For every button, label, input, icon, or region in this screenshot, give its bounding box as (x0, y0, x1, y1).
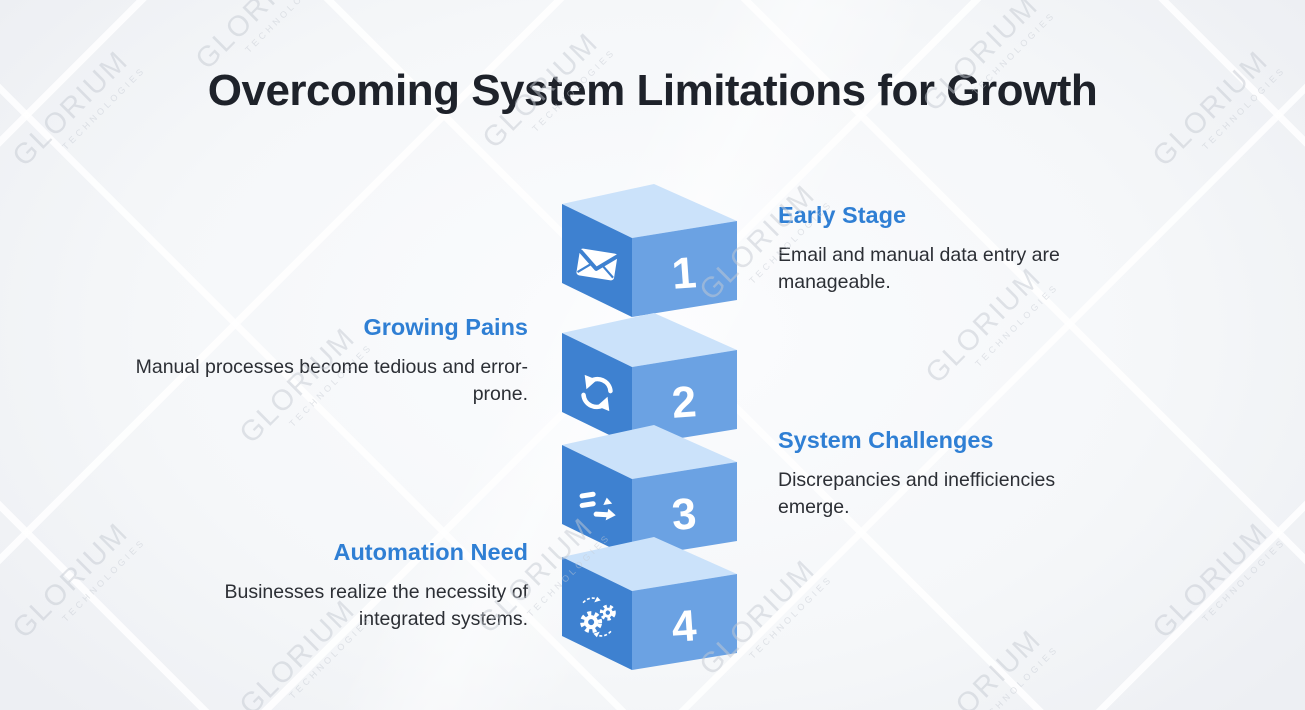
page-title: Overcoming System Limitations for Growth (207, 66, 1098, 115)
cube-top-face (562, 425, 737, 479)
disconnect-icon (579, 491, 616, 521)
cube-top-face (562, 313, 737, 367)
step-title: System Challenges (778, 427, 994, 453)
step-3-cube: 3 (562, 425, 738, 559)
step-number: 1 (670, 248, 698, 299)
step-description: Manual processes become tedious and erro… (135, 356, 528, 405)
step-1-text: Early Stage Email and manual data entry … (778, 202, 1118, 296)
cube-right-face (632, 462, 737, 558)
step-description: Discrepancies and inefficiencies emerge. (778, 469, 1056, 518)
cube-graphic: 3 (562, 425, 737, 558)
step-title: Automation Need (333, 539, 528, 565)
step-number: 2 (670, 377, 698, 428)
step-4-cube: 4 (562, 537, 738, 671)
cube-right-face (632, 350, 737, 446)
cube-left-face (562, 445, 632, 558)
step-number: 3 (670, 489, 698, 540)
step-4-text: Automation Need Businesses realize the n… (133, 539, 529, 633)
cube-top-face (562, 184, 737, 238)
cube-graphic: 1 (562, 184, 737, 317)
step-number: 4 (670, 601, 698, 652)
cube-top-face (562, 537, 737, 591)
cube-graphic: 4 (562, 537, 737, 670)
step-2-text: Growing Pains Manual processes become te… (133, 314, 528, 408)
step-1-cube: 1 (562, 184, 738, 318)
step-3-text: System Challenges Discrepancies and inef… (778, 427, 1118, 521)
envelope-icon (576, 248, 619, 281)
step-description: Email and manual data entry are manageab… (778, 244, 1060, 293)
sync-icon (581, 374, 613, 412)
cube-left-face (562, 333, 632, 446)
step-title: Growing Pains (363, 314, 528, 340)
step-title: Early Stage (778, 202, 907, 228)
cube-right-face (632, 574, 737, 670)
step-2-cube: 2 (562, 313, 738, 447)
step-description: Businesses realize the necessity of inte… (224, 581, 529, 630)
cube-graphic: 2 (562, 313, 737, 446)
cube-right-face (632, 221, 737, 317)
